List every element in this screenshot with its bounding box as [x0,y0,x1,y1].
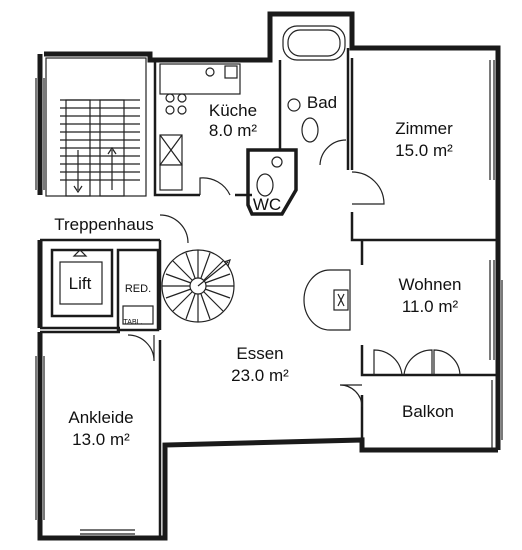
room-label-wc: WC [253,195,281,214]
room-area-zimmer: 15.0 m² [395,141,453,160]
room-area-essen: 23.0 m² [231,366,289,385]
fireplace [303,269,351,331]
room-wohnen [360,240,498,377]
room-area-wohnen: 11.0 m² [402,297,459,316]
bathroom [278,25,350,170]
kitchen [153,60,252,197]
room-label-essen: Essen [236,344,283,363]
lift [40,238,160,330]
room-ankleide [40,330,162,538]
room-label-kueche: Küche [209,101,257,120]
balcony [339,380,493,448]
room-label-lift: Lift [69,274,92,293]
reduit [116,248,160,332]
room-label-treppenhaus: Treppenhaus [54,215,154,234]
room-label-tabl: TABL. [124,319,143,326]
wc [246,148,298,216]
room-label-zimmer: Zimmer [395,119,453,138]
room-area-kueche: 8.0 m² [209,121,258,140]
windows [35,78,503,520]
room-label-wohnen: Wohnen [398,275,461,294]
room-label-balkon: Balkon [402,402,454,421]
room-label-red: RED. [125,283,151,295]
room-zimmer [350,58,498,242]
spiral-staircase [161,249,235,323]
room-area-ankleide: 13.0 m² [72,430,130,449]
room-essen [127,214,189,362]
outer-walls [37,11,501,541]
room-label-bad: Bad [307,93,337,112]
stairwell [45,57,147,197]
room-label-ankleide: Ankleide [68,408,133,427]
